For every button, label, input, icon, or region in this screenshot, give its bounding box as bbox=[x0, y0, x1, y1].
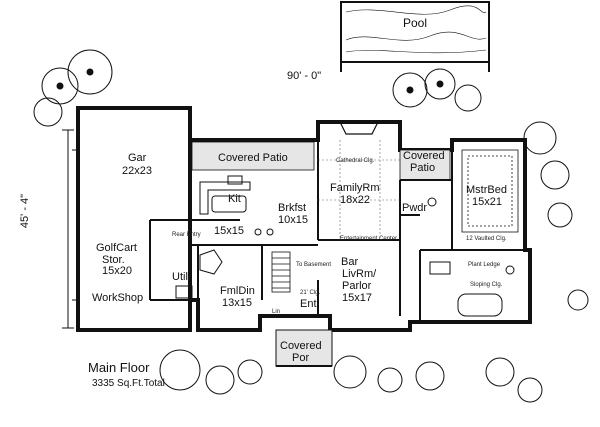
garage-door-marks bbox=[72, 149, 78, 301]
master-bed-size: 15x21 bbox=[472, 196, 502, 208]
breakfast-name: Brkfst bbox=[278, 202, 307, 214]
family-room-size: 18x22 bbox=[340, 194, 370, 206]
exterior-walls bbox=[76, 106, 532, 332]
shrub-top-left bbox=[33, 49, 113, 127]
shrub-top-right bbox=[392, 68, 482, 112]
powder-room-label: Pwdr bbox=[402, 202, 428, 214]
shrub-bottom-left bbox=[159, 349, 263, 395]
formal-dining-name: FmlDin bbox=[220, 285, 255, 297]
utility-label: Util bbox=[172, 271, 188, 283]
utility-fixtures bbox=[175, 249, 223, 299]
family-room-name: FamilyRm bbox=[330, 182, 380, 194]
living-room-name-2: Parlor bbox=[342, 280, 372, 292]
entertainment-center-label: Entertainment Center bbox=[340, 236, 398, 242]
depth-dimension-line bbox=[62, 129, 74, 329]
covered-patio-hatch bbox=[191, 141, 451, 181]
shrub-bottom-right bbox=[333, 355, 543, 403]
living-room-size: 15x17 bbox=[342, 292, 372, 304]
pool-label: Pool bbox=[403, 16, 428, 30]
workshop-label: WorkShop bbox=[92, 292, 144, 304]
interior-walls bbox=[149, 140, 525, 322]
covered-patio-label: Covered Patio bbox=[218, 152, 288, 164]
plan-subtitle: 3335 Sq.Ft.Total bbox=[92, 378, 165, 389]
kitchen-size: 15x15 bbox=[214, 225, 244, 237]
golfcart-size: 15x20 bbox=[102, 265, 132, 277]
covered-porch-name: Covered bbox=[280, 340, 322, 352]
covered-patio-right-label-2: Patio bbox=[410, 162, 436, 174]
vaulted-ceiling-label: 12 Vaulted Clg. bbox=[466, 236, 507, 242]
entry-label: Ent bbox=[300, 298, 317, 310]
kitchen-counters bbox=[199, 175, 274, 236]
bar-label: Bar bbox=[341, 256, 359, 268]
rear-entry-label: Rear Entry bbox=[172, 232, 201, 238]
cathedral-ceiling-label: Cathedral Clg. bbox=[336, 158, 375, 164]
basement-label: To Basement bbox=[296, 262, 332, 268]
plant-ledge-label: Plant Ledge bbox=[468, 262, 501, 268]
powder-room-fixture bbox=[427, 197, 437, 207]
master-bed-name: MstrBed bbox=[466, 184, 507, 196]
sloping-ceiling-label: Sloping Clg. bbox=[470, 282, 503, 288]
ceiling-height-label: 21' Clg. bbox=[300, 290, 321, 296]
kitchen-name: Kit bbox=[228, 193, 241, 205]
pool bbox=[340, 1, 490, 72]
golfcart-name-2: Stor. bbox=[102, 254, 125, 266]
formal-dining-size: 13x15 bbox=[222, 297, 252, 309]
shrub-right bbox=[523, 121, 589, 311]
front-porch bbox=[275, 329, 333, 367]
linen-label: Lin bbox=[272, 309, 281, 315]
covered-patio-right-label: Covered bbox=[403, 150, 445, 162]
master-bath bbox=[429, 261, 515, 317]
covered-porch-name-2: Por bbox=[292, 352, 310, 364]
stairs bbox=[271, 251, 291, 293]
plan-title: Main Floor bbox=[88, 360, 150, 375]
depth-dimension-label: 45' - 4" bbox=[19, 193, 32, 229]
width-dimension-label: 90' - 0" bbox=[287, 70, 322, 82]
fireplace bbox=[339, 121, 379, 135]
breakfast-size: 10x15 bbox=[278, 214, 308, 226]
living-room-name: LivRm/ bbox=[342, 268, 377, 280]
ceiling-lines bbox=[318, 140, 400, 240]
golfcart-name: GolfCart bbox=[96, 242, 137, 254]
master-ceiling bbox=[461, 149, 519, 233]
garage-size: 22x23 bbox=[122, 165, 152, 177]
garage-name: Gar bbox=[128, 152, 147, 164]
